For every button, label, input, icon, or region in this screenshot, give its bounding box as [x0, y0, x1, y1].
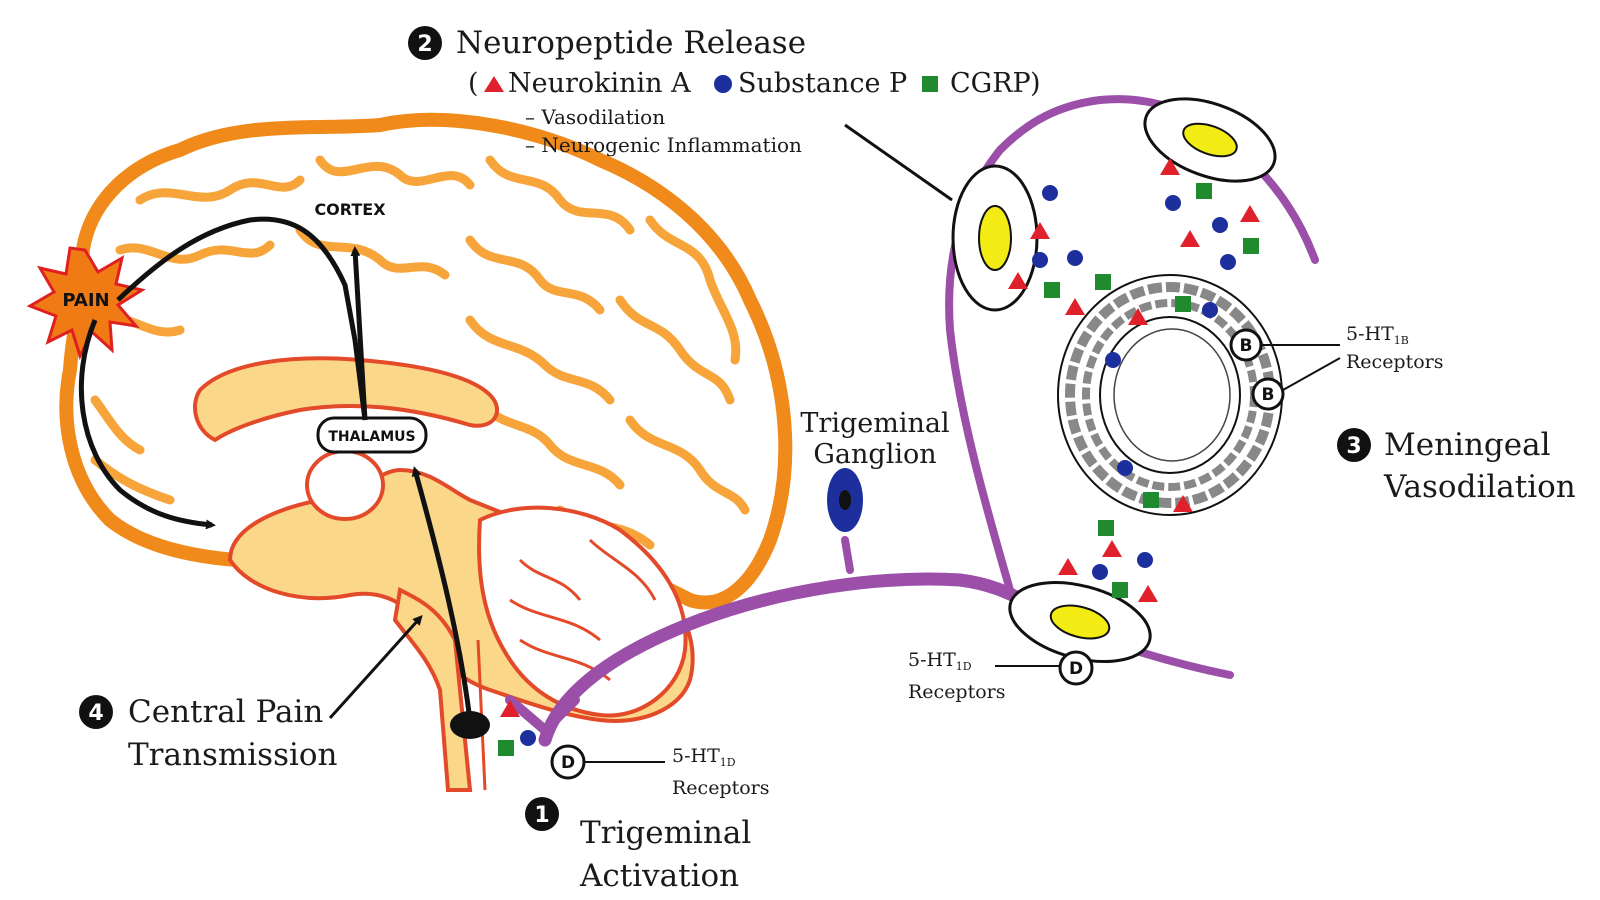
receptor-1d-bottom-group: D 5-HT1D Receptors — [550, 744, 770, 799]
cortex-arrow — [350, 246, 368, 421]
receptor-1b-group: B B 5-HT1B Receptors — [1229, 323, 1444, 411]
svg-text:1: 1 — [534, 803, 549, 828]
corpus-callosum — [193, 356, 500, 443]
step-4-line2: Transmission — [128, 737, 338, 773]
svg-text:D: D — [561, 753, 575, 773]
ascending-arrow — [411, 466, 473, 721]
step-4-pointer — [328, 615, 423, 720]
legend-square-icon — [922, 76, 938, 92]
pain-label: PAIN — [62, 290, 109, 311]
legend-triangle-icon — [484, 76, 504, 92]
step-3-line2: Vasodilation — [1383, 469, 1576, 505]
receptor-1d-right-label: 5-HT1D — [908, 649, 972, 673]
thalamus-label-box — [316, 416, 428, 454]
step-3-line1: Meningeal — [1384, 427, 1551, 463]
receptor-1d-right-receptors: Receptors — [908, 681, 1006, 703]
step-2-title: Neuropeptide Release — [456, 25, 806, 61]
legend-substance-p: Substance P — [738, 68, 907, 99]
pain-pathway-arrow — [116, 216, 368, 421]
nerve-terminal-bottom — [1008, 581, 1152, 663]
neuropeptide-markers — [498, 158, 1260, 756]
brain-cortex — [59, 112, 793, 610]
nerve-terminal-top — [1143, 97, 1277, 183]
svg-text:D: D — [1069, 659, 1083, 679]
svg-text:B: B — [1262, 385, 1275, 405]
meningeal-blood-vessel — [1057, 274, 1283, 516]
svg-text:2: 2 — [417, 32, 432, 57]
legend-neurokinin: Neurokinin A — [508, 68, 691, 99]
effect-vasodilation: – Vasodilation — [525, 105, 665, 129]
legend-close-paren: ) — [1030, 68, 1041, 99]
trigeminal-nucleus — [450, 711, 490, 739]
brainstem — [392, 587, 473, 792]
step-2-pointer — [844, 123, 953, 202]
step-1-badge — [525, 797, 559, 831]
receptor-1d-right-group: D 5-HT1D Receptors — [908, 649, 1094, 703]
receptor-1d-bottom-receptors: Receptors — [672, 777, 770, 799]
step-4-line1: Central Pain — [128, 694, 323, 730]
thalamus-body — [305, 449, 385, 521]
svg-text:B: B — [1240, 336, 1253, 356]
legend-open-paren: ( — [468, 68, 479, 99]
cerebellum — [477, 505, 688, 718]
step-3-badge — [1337, 428, 1371, 462]
step-3-block: 3 Meningeal Vasodilation — [1337, 427, 1576, 505]
thalamus-label: THALAMUS — [328, 429, 415, 445]
step-2-badge — [408, 26, 442, 60]
receptor-1b-label: 5-HT1B — [1346, 323, 1409, 347]
legend-circle-icon — [714, 75, 732, 93]
step-2-block: 2 Neuropeptide Release ( Neurokinin A Su… — [408, 25, 1041, 202]
receptor-d-right — [1058, 650, 1094, 686]
step-4-block: 4 Central Pain Transmission — [79, 615, 423, 773]
cortex-label: CORTEX — [314, 200, 386, 219]
brain-illustration: THALAMUS CORTEX PAIN — [26, 112, 793, 792]
svg-text:4: 4 — [88, 701, 103, 726]
step-4-badge — [79, 695, 113, 729]
ganglion-label-line1: Trigeminal — [800, 408, 949, 439]
receptor-1b-receptors: Receptors — [1346, 351, 1444, 373]
legend-cgrp: CGRP — [950, 68, 1031, 99]
brain-gyri — [90, 155, 750, 550]
receptor-1d-bottom-label: 5-HT1D — [672, 745, 736, 769]
effect-inflammation: – Neurogenic Inflammation — [525, 133, 802, 157]
receptor-b-bottom — [1251, 377, 1285, 411]
step-1-line2: Activation — [579, 858, 739, 894]
ganglion-label-line2: Ganglion — [813, 439, 936, 470]
descending-arrow — [78, 319, 216, 530]
step-1-block: 1 Trigeminal Activation — [525, 797, 751, 894]
step-1-line1: Trigeminal — [580, 815, 751, 851]
svg-text:3: 3 — [1346, 434, 1361, 459]
